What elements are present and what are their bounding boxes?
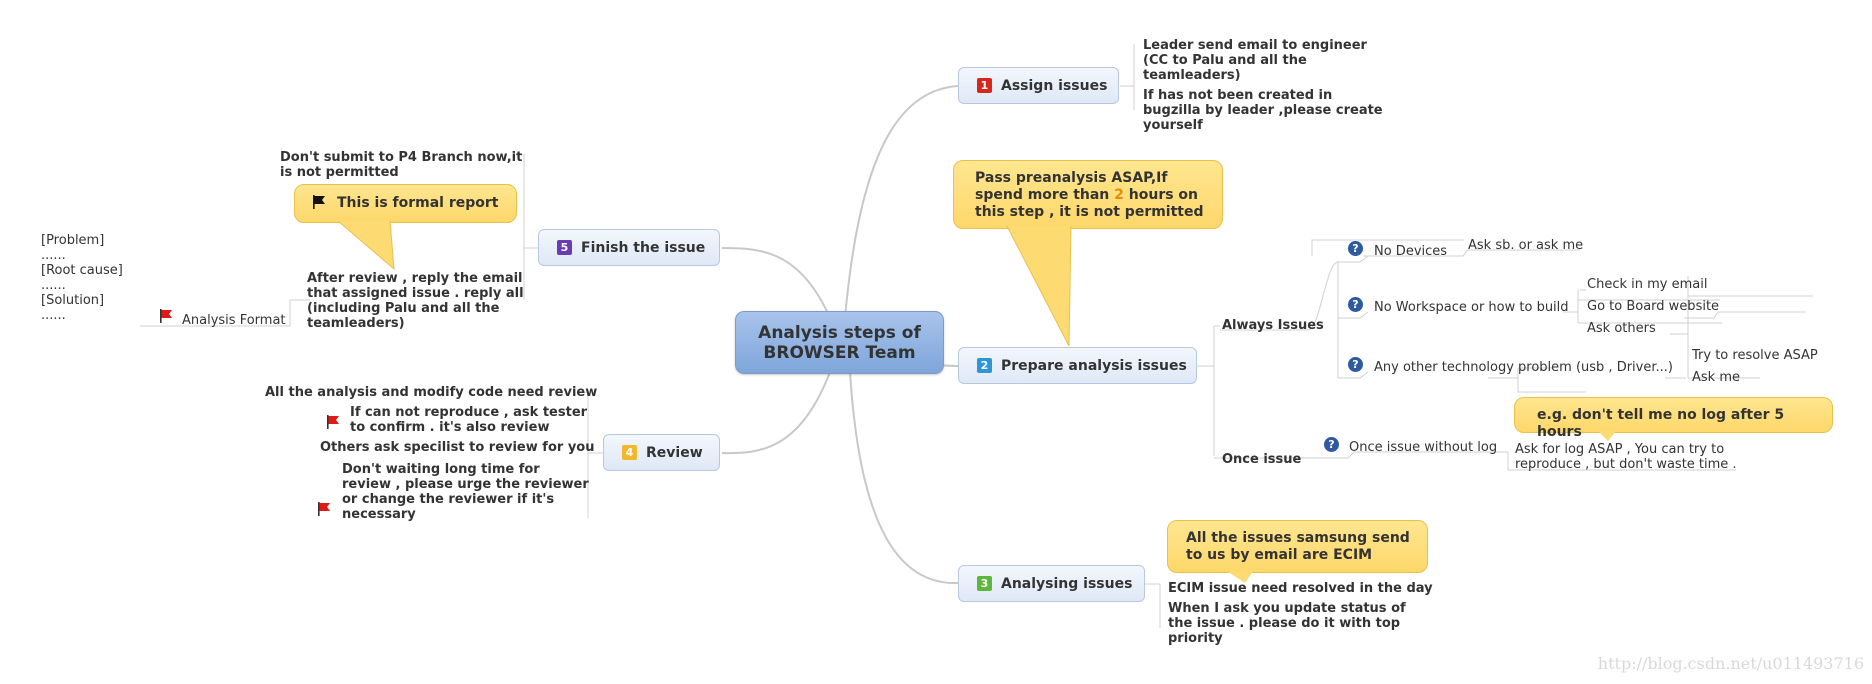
priority-4-icon: 4 xyxy=(622,445,637,460)
item-no-workspace: No Workspace or how to build xyxy=(1374,300,1569,315)
note-leader-send-email: Leader send email to engineer (CC to Pal… xyxy=(1143,38,1367,83)
callout-pointer xyxy=(1227,571,1253,583)
question-icon: ? xyxy=(1348,357,1363,372)
answer-check-email: Check in my email xyxy=(1587,277,1708,292)
topic-finish-issue[interactable]: 5 Finish the issue xyxy=(538,229,720,266)
red-flag-icon xyxy=(327,415,339,429)
priority-2-icon: 2 xyxy=(977,358,992,373)
topic-assign-issues[interactable]: 1 Assign issues xyxy=(958,67,1119,104)
label-analysis-format: Analysis Format xyxy=(182,313,286,328)
question-icon: ? xyxy=(1348,297,1363,312)
topic-analysing-issues[interactable]: 3 Analysing issues xyxy=(958,565,1145,602)
red-flag-icon xyxy=(318,502,330,516)
central-topic[interactable]: Analysis steps of BROWSER Team xyxy=(735,311,944,374)
callout-pointer xyxy=(338,221,395,271)
topic-label: Prepare analysis issues xyxy=(1001,357,1187,374)
callout-preanalysis: Pass preanalysis ASAP,If spend more than… xyxy=(953,160,1223,229)
item-no-devices: No Devices xyxy=(1374,244,1448,259)
callout-ecim: All the issues samsung send to us by ema… xyxy=(1167,520,1428,573)
note-after-review: After review , reply the email that assi… xyxy=(307,271,524,331)
topic-prepare-analysis[interactable]: 2 Prepare analysis issues xyxy=(958,347,1197,384)
priority-5-icon: 5 xyxy=(557,240,572,255)
note-ask-tester: If can not reproduce , ask tester to con… xyxy=(350,405,588,435)
answer-try-resolve: Try to resolve ASAP xyxy=(1692,348,1818,363)
answer-board-website: Go to Board website xyxy=(1587,299,1720,314)
answer-ask-me: Ask me xyxy=(1692,370,1740,385)
priority-1-icon: 1 xyxy=(977,78,992,93)
note-ecim-in-day: ECIM issue need resolved in the day xyxy=(1168,581,1433,596)
callout-no-log: e.g. don't tell me no log after 5 hours xyxy=(1514,397,1833,440)
question-icon: ? xyxy=(1324,437,1339,452)
item-once-without-log: Once issue without log xyxy=(1349,440,1498,455)
question-icon: ? xyxy=(1348,241,1363,256)
label-once-issue: Once issue xyxy=(1222,452,1302,467)
answer-ask-for-log: Ask for log ASAP , You can try to reprod… xyxy=(1515,442,1737,472)
analysis-format-template: [Problem] ...... [Root cause] ...... [So… xyxy=(41,233,123,323)
watermark: http://blog.csdn.net/u011493716 xyxy=(1597,654,1864,673)
topic-review[interactable]: 4 Review xyxy=(603,434,720,471)
answer-ask-others: Ask others xyxy=(1587,321,1656,336)
answer-ask-sb: Ask sb. or ask me xyxy=(1468,238,1584,253)
black-flag-icon xyxy=(313,195,325,209)
note-dont-submit-p4: Don't submit to P4 Branch now,it is not … xyxy=(280,150,523,180)
topic-label: Finish the issue xyxy=(581,239,706,256)
label-always-issues: Always Issues xyxy=(1222,318,1324,333)
topic-label: Analysing issues xyxy=(1001,575,1133,592)
callout-pointer xyxy=(1598,431,1616,441)
callout-pointer xyxy=(1006,226,1072,347)
item-other-technology: Any other technology problem (usb , Driv… xyxy=(1374,360,1673,375)
note-need-review: All the analysis and modify code need re… xyxy=(265,385,598,400)
note-update-status: When I ask you update status of the issu… xyxy=(1168,601,1406,646)
topic-label: Assign issues xyxy=(1001,77,1108,94)
note-create-in-bugzilla: If has not been created in bugzilla by l… xyxy=(1143,88,1383,133)
priority-3-icon: 3 xyxy=(977,576,992,591)
callout-formal-report: This is formal report xyxy=(294,184,517,223)
red-flag-icon xyxy=(160,309,172,323)
note-dont-wait: Don't waiting long time for review , ple… xyxy=(342,462,589,522)
note-ask-specilist: Others ask specilist to review for you xyxy=(320,440,595,455)
topic-label: Review xyxy=(646,444,703,461)
